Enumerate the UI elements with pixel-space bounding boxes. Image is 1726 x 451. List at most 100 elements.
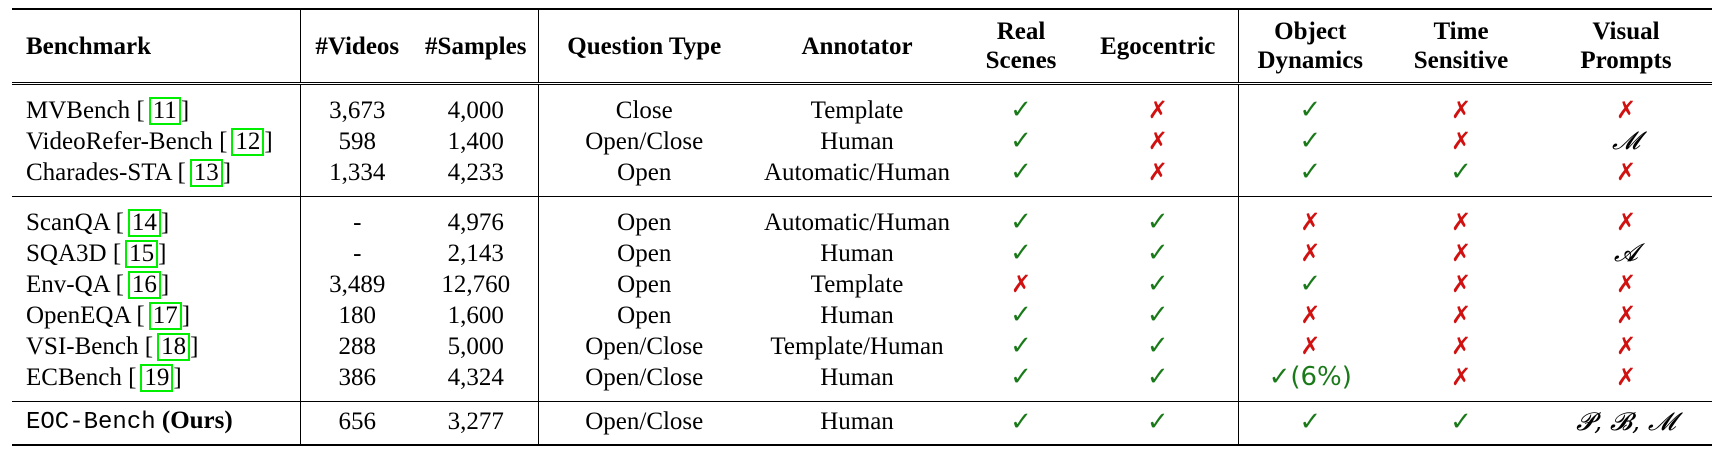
check-icon: ✓ bbox=[1010, 238, 1032, 268]
cross-icon: ✗ bbox=[1147, 96, 1168, 124]
cross-icon: ✗ bbox=[1450, 363, 1472, 391]
citation-link[interactable]: 16 bbox=[127, 270, 161, 299]
check-icon: ✓ bbox=[1010, 126, 1032, 156]
annotator-cell: Template bbox=[810, 96, 904, 124]
benchmark-name: SQA3D bbox=[26, 239, 107, 267]
object-dynamics-cell: ✓ bbox=[1238, 402, 1382, 446]
cross-icon: ✗ bbox=[1615, 301, 1637, 329]
benchmark-name-cell: MVBench [11] bbox=[12, 83, 301, 126]
cross-icon: ✗ bbox=[1300, 332, 1321, 360]
check-icon: ✓ bbox=[1010, 95, 1032, 125]
object-dynamics-cell: ✗ bbox=[1238, 331, 1382, 362]
visual-prompts-cell: ✗ bbox=[1540, 300, 1712, 331]
check-icon: ✓ bbox=[1299, 269, 1322, 299]
check-icon: ✓ bbox=[1146, 331, 1169, 361]
cross-icon: ✗ bbox=[1450, 332, 1472, 360]
visual-prompt-symbol: 𝓐 bbox=[1613, 238, 1639, 267]
time-sensitive-cell: ✗ bbox=[1382, 362, 1540, 402]
time-sensitive-cell: ✗ bbox=[1382, 197, 1540, 239]
check-icon: ✓ bbox=[1010, 207, 1032, 237]
citation-link[interactable]: 19 bbox=[140, 363, 174, 392]
videos-cell: - bbox=[353, 239, 362, 267]
samples-cell: 4,976 bbox=[414, 196, 539, 238]
check-icon: ✓ bbox=[1299, 157, 1322, 187]
cross-icon: ✗ bbox=[1450, 301, 1472, 329]
check-icon: ✓ bbox=[1010, 300, 1032, 330]
benchmark-name: EOC-Bench bbox=[26, 409, 156, 436]
cross-icon: ✗ bbox=[1450, 270, 1472, 298]
visual-prompts-cell: ✗ bbox=[1540, 269, 1712, 300]
citation-link[interactable]: 11 bbox=[148, 96, 181, 125]
citation-link[interactable]: 17 bbox=[148, 301, 182, 330]
real-scenes-cell: ✓ bbox=[964, 362, 1078, 402]
cross-icon: ✗ bbox=[1450, 127, 1472, 155]
egocentric-cell: ✓ bbox=[1078, 196, 1239, 238]
benchmark-name-cell: VSI-Bench [18] bbox=[12, 331, 301, 362]
citation-link[interactable]: 15 bbox=[125, 239, 159, 268]
cross-icon: ✗ bbox=[1010, 270, 1032, 298]
cross-icon: ✗ bbox=[1615, 270, 1637, 298]
samples-cell: 3,277 bbox=[414, 401, 539, 445]
samples-cell: 2,143 bbox=[414, 238, 539, 269]
check-icon: ✓ bbox=[1450, 406, 1472, 437]
table-group-ours: EOC-Bench (Ours) 656 3,277 Open/Close Hu… bbox=[12, 401, 1712, 446]
annotator-cell: Template bbox=[810, 270, 904, 298]
benchmark-comparison-table: Benchmark #Videos #Samples Question Type… bbox=[12, 8, 1712, 446]
check-icon: ✓ bbox=[1010, 331, 1032, 361]
benchmark-name: ECBench bbox=[26, 363, 122, 391]
cross-icon: ✗ bbox=[1300, 301, 1321, 329]
annotator-cell: Automatic/Human bbox=[763, 158, 951, 186]
visual-prompt-symbol: 𝓜 bbox=[1611, 126, 1640, 155]
egocentric-cell: ✗ bbox=[1078, 126, 1239, 157]
samples-cell: 12,760 bbox=[414, 269, 539, 300]
cross-icon: ✗ bbox=[1615, 158, 1637, 186]
videos-cell: 386 bbox=[338, 363, 377, 391]
benchmark-name: MVBench bbox=[26, 96, 131, 124]
citation-link[interactable]: 12 bbox=[231, 127, 265, 156]
benchmark-name-cell: VideoRefer-Bench [12] bbox=[12, 126, 301, 157]
check-icon: ✓ bbox=[1299, 95, 1322, 125]
question-type-cell: Open bbox=[617, 301, 672, 329]
samples-cell: 4,233 bbox=[414, 157, 539, 197]
check-icon: ✓ bbox=[1146, 269, 1169, 299]
time-sensitive-cell: ✗ bbox=[1382, 331, 1540, 362]
object-dynamics-cell: ✗ bbox=[1238, 197, 1382, 239]
videos-cell: 1,334 bbox=[329, 158, 386, 186]
cross-icon: ✗ bbox=[1450, 208, 1472, 236]
header-time-sensitive: Time Sensitive bbox=[1413, 18, 1509, 74]
header-samples: #Samples bbox=[414, 9, 539, 84]
cross-icon: ✗ bbox=[1300, 239, 1321, 267]
benchmark-name: VSI-Bench bbox=[26, 332, 139, 360]
citation-link[interactable]: 13 bbox=[189, 158, 223, 187]
real-scenes-cell: ✓ bbox=[964, 126, 1078, 157]
time-sensitive-cell: ✗ bbox=[1382, 300, 1540, 331]
benchmark-name-cell: ScanQA [14] bbox=[12, 196, 301, 238]
annotator-cell: Human bbox=[820, 408, 894, 435]
citation-link[interactable]: 14 bbox=[127, 208, 161, 237]
time-sensitive-cell: ✗ bbox=[1382, 238, 1540, 269]
check-icon: ✓ bbox=[1450, 157, 1472, 187]
object-dynamics-cell: ✓ bbox=[1238, 269, 1382, 300]
citation-link[interactable]: 18 bbox=[157, 332, 191, 361]
real-scenes-cell: ✓ bbox=[964, 84, 1078, 127]
object-dynamics-cell: ✓ bbox=[1238, 157, 1382, 197]
question-type-cell: Open/Close bbox=[585, 408, 704, 435]
real-scenes-cell: ✓ bbox=[964, 402, 1078, 446]
egocentric-cell: ✓ bbox=[1078, 401, 1239, 445]
videos-cell: 598 bbox=[338, 127, 377, 155]
videos-cell: 288 bbox=[338, 332, 377, 360]
egocentric-cell: ✗ bbox=[1078, 157, 1239, 197]
real-scenes-cell: ✗ bbox=[964, 269, 1078, 300]
real-scenes-cell: ✓ bbox=[964, 300, 1078, 331]
header-object-dynamics: Object Dynamics bbox=[1257, 18, 1364, 74]
benchmark-name-cell: SQA3D [15] bbox=[12, 238, 301, 269]
real-scenes-cell: ✓ bbox=[964, 157, 1078, 197]
egocentric-cell: ✓ bbox=[1078, 362, 1239, 402]
check-icon: ✓(6%) bbox=[1268, 362, 1352, 392]
check-icon: ✓ bbox=[1010, 157, 1032, 187]
